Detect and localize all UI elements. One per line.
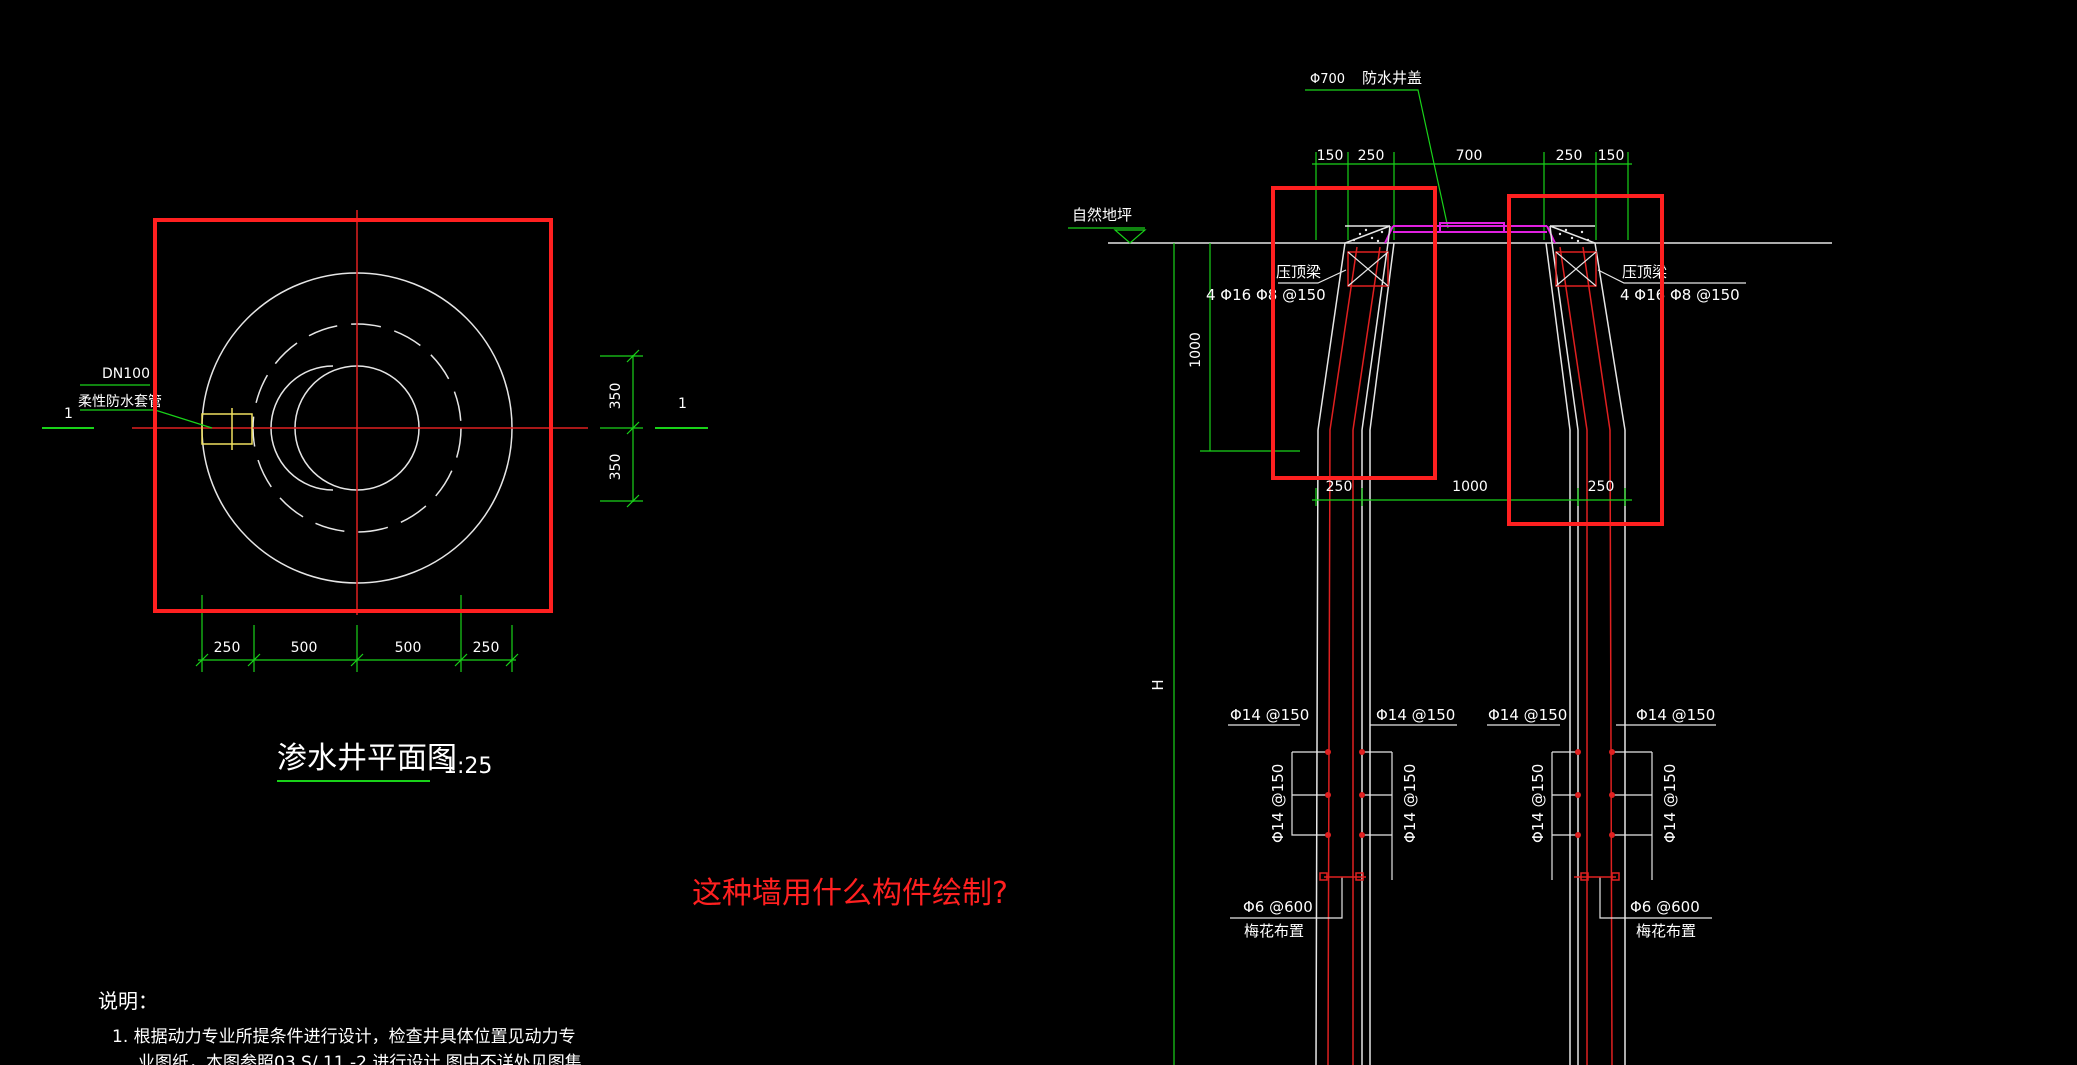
dim-bottom-4: 250 bbox=[473, 640, 500, 656]
plan-view: DN100 柔性防水套管 1 1 350 350 bbox=[42, 210, 708, 782]
section-mark-right: 1 bbox=[678, 396, 687, 412]
cover-label: 防水井盖 bbox=[1362, 69, 1422, 87]
notes-line-1: 1. 根据动力专业所提条件进行设计，检查井具体位置见动力专 bbox=[112, 1027, 576, 1047]
dn-label: DN100 bbox=[102, 366, 150, 382]
rebar-v-4: Φ14 @150 bbox=[1661, 764, 1679, 843]
sleeve-leader bbox=[80, 409, 213, 429]
beam-rebar-right: 4 Φ16 Φ8 @150 bbox=[1620, 286, 1740, 304]
question-text: 这种墙用什么构件绘制? bbox=[692, 876, 1008, 911]
cover-leader bbox=[1305, 89, 1449, 229]
top-dim-3: 700 bbox=[1456, 148, 1483, 164]
beam-label-right: 压顶梁 bbox=[1622, 263, 1667, 281]
beam-label-left: 压顶梁 bbox=[1276, 263, 1321, 281]
rebar-dots bbox=[1325, 749, 1615, 838]
tie-note-left: 梅花布置 bbox=[1244, 922, 1304, 940]
left-top-beam bbox=[1347, 251, 1389, 287]
dim-350-bottom: 350 bbox=[608, 454, 624, 481]
top-dim-5: 150 bbox=[1598, 148, 1625, 164]
left-wall bbox=[1315, 225, 1391, 1065]
top-dim-2: 250 bbox=[1358, 148, 1385, 164]
mid-dim-1: 250 bbox=[1326, 479, 1353, 495]
plan-highlight-box bbox=[153, 218, 553, 613]
cover-dia: Φ700 bbox=[1310, 72, 1345, 87]
rebar-leaders bbox=[1228, 724, 1716, 919]
notes-heading: 说明： bbox=[98, 989, 158, 1013]
top-dim-4: 250 bbox=[1556, 148, 1583, 164]
rebar-h-3: Φ14 @150 bbox=[1488, 706, 1567, 724]
beam-leader-left bbox=[1278, 269, 1347, 284]
sleeve-label: 柔性防水套管 bbox=[78, 394, 162, 410]
manhole-cover bbox=[1384, 222, 1556, 244]
height-label: H bbox=[1149, 679, 1167, 690]
right-wall bbox=[1549, 225, 1626, 1065]
dim-bottom-2: 500 bbox=[291, 640, 318, 656]
ground-label: 自然地坪 bbox=[1072, 206, 1132, 224]
top-dim-1: 150 bbox=[1317, 148, 1344, 164]
tie-note-right: 梅花布置 bbox=[1636, 922, 1696, 940]
right-top-beam bbox=[1555, 251, 1597, 287]
tie-right: Φ6 @600 bbox=[1630, 898, 1700, 916]
beam-leader-right bbox=[1597, 269, 1746, 284]
left-wall-highlight-box bbox=[1271, 186, 1437, 480]
rebar-h-4: Φ14 @150 bbox=[1636, 706, 1715, 724]
mid-dimension bbox=[1312, 488, 1632, 506]
dim-1000-v-label: 1000 bbox=[1188, 332, 1204, 368]
plan-scale: 1:25 bbox=[443, 754, 492, 779]
right-wall-highlight-box bbox=[1507, 194, 1664, 526]
left-concrete-hatch bbox=[1352, 228, 1384, 243]
plan-horizontal-dimension bbox=[195, 595, 519, 672]
rebar-h-1: Φ14 @150 bbox=[1230, 706, 1309, 724]
notes-block: 说明： 1. 根据动力专业所提条件进行设计，检查井具体位置见动力专 业图纸，本图… bbox=[98, 989, 582, 1065]
section-mark-left: 1 bbox=[64, 406, 73, 422]
notes-line-2: 业图纸，本图参照03 S/ 11 -2 进行设计,图中不详处见图集 bbox=[138, 1053, 582, 1065]
sleeve-shape bbox=[201, 413, 253, 445]
right-concrete-hatch bbox=[1558, 228, 1590, 243]
left-wall-rebar bbox=[1327, 246, 1381, 1065]
dim-bottom-3: 500 bbox=[395, 640, 422, 656]
tie-bars bbox=[1319, 872, 1620, 881]
rebar-v-3: Φ14 @150 bbox=[1529, 764, 1547, 843]
dim-bottom-1: 250 bbox=[214, 640, 241, 656]
right-wall-rebar bbox=[1559, 246, 1613, 1065]
ground-symbol-icon bbox=[1113, 229, 1147, 244]
dim-1000-vertical bbox=[1200, 243, 1300, 452]
right-wall-inner bbox=[1545, 242, 1571, 1065]
left-wall-inner bbox=[1369, 242, 1395, 1065]
dim-350-top: 350 bbox=[608, 383, 624, 410]
rebar-h-2: Φ14 @150 bbox=[1376, 706, 1455, 724]
mid-dim-2: 1000 bbox=[1452, 479, 1488, 495]
rebar-v-1: Φ14 @150 bbox=[1269, 764, 1287, 843]
plan-title: 渗水井平面图 bbox=[277, 741, 457, 776]
tie-left: Φ6 @600 bbox=[1243, 898, 1313, 916]
beam-rebar-left: 4 Φ16 Φ8 @150 bbox=[1206, 286, 1326, 304]
section-view: 自然地坪 H 1000 150 250 700 250 150 Φ700 防水井… bbox=[1068, 69, 1832, 1065]
mid-dim-3: 250 bbox=[1588, 479, 1615, 495]
rebar-v-2: Φ14 @150 bbox=[1401, 764, 1419, 843]
plan-vertical-dimension bbox=[600, 349, 643, 508]
